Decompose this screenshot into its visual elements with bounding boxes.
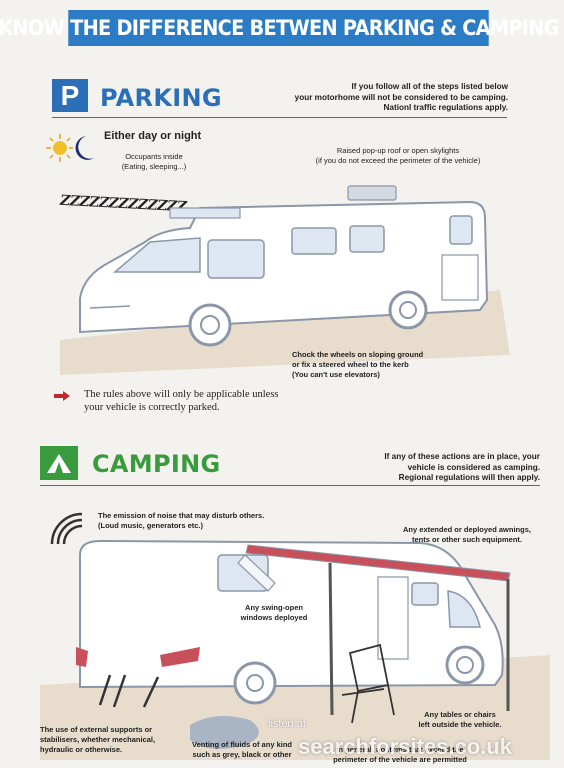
camping-intro: If any of these actions are in place, yo… [320, 452, 540, 484]
roof-line: Raised pop-up roof or open skylights [336, 146, 460, 155]
day-night-label: Either day or night [104, 130, 202, 142]
parking-intro: If you follow all of the steps listed be… [280, 82, 508, 114]
tables-line: Any tables or chairs [424, 710, 496, 719]
rules-note-line: your vehicle is correctly parked. [84, 402, 220, 413]
perimeter-line: perimeter of the vehicle are permitted [333, 755, 467, 764]
windows-line: windows deployed [240, 613, 308, 622]
camping-motorhome-illustration [40, 539, 550, 760]
parking-divider [52, 117, 507, 118]
tent-icon [40, 446, 78, 480]
occupants-line: (Eating, sleeping...) [121, 162, 187, 171]
rules-note: The rules above will only be applicable … [84, 388, 324, 414]
supports-line: The use of external supports or [40, 725, 153, 734]
awnings-label: Any extended or deployed awnings, tents … [392, 525, 542, 545]
parking-intro-line: If you follow all of the steps listed be… [351, 82, 509, 91]
perimeter-line: In general, no items that exceed the [336, 745, 464, 754]
noise-line: The emission of noise that may disturb o… [98, 511, 265, 520]
noise-label: The emission of noise that may disturb o… [98, 511, 298, 531]
tables-label: Any tables or chairs left outside the ve… [400, 710, 520, 730]
camping-divider [40, 485, 540, 486]
sun-moon-icon [46, 134, 94, 162]
chock-label: Chock the wheels on sloping ground or fi… [292, 350, 452, 380]
parking-intro-line: your motorhome will not be considered to… [294, 92, 508, 102]
chock-line: Chock the wheels on sloping ground [292, 350, 424, 359]
occupants-line: Occupants inside [125, 152, 183, 161]
awnings-line: tents or other such equipment. [411, 535, 522, 544]
occupants-label: Occupants inside (Eating, sleeping...) [104, 152, 204, 172]
supports-line: stabilisers, whether mechanical, [40, 735, 156, 744]
awnings-line: Any extended or deployed awnings, [403, 525, 531, 534]
rules-note-line: The rules above will only be applicable … [84, 389, 279, 400]
sound-waves-icon [50, 512, 83, 545]
watermark-site: searchforsites.co.uk [298, 734, 512, 759]
supports-label: The use of external supports or stabilis… [40, 725, 180, 755]
watermark-listed: listed at [268, 718, 306, 730]
windows-line: Any swing-open [245, 603, 303, 612]
windows-label: Any swing-open windows deployed [240, 603, 308, 623]
parking-p-icon: P [52, 79, 88, 112]
supports-line: hydraulic or otherwise. [40, 745, 123, 754]
noise-line: (Loud music, generators etc.) [98, 521, 204, 530]
parking-intro-line: Nationl traffic regulations apply. [383, 103, 509, 112]
chock-line: (You can't use elevators) [292, 370, 380, 379]
roof-line: (if you do not exceed the perimeter of t… [315, 156, 481, 165]
camping-intro-line: vehicle is considered as camping. [407, 462, 540, 472]
camping-intro-line: Regional regulations will then apply. [398, 473, 540, 482]
camping-intro-line: If any of these actions are in place, yo… [384, 452, 540, 461]
parking-title: PARKING [100, 84, 222, 112]
tables-line: left outside the vehicle. [418, 720, 502, 729]
roof-label: Raised pop-up roof or open skylights (if… [288, 146, 508, 166]
perimeter-label: In general, no items that exceed the per… [320, 745, 480, 765]
fluids-label: Venting of fluids of any kind such as gr… [182, 740, 302, 760]
red-arrow-icon [54, 391, 70, 401]
parked-motorhome-illustration [60, 185, 510, 375]
chock-line: or fix a steered wheel to the kerb [292, 360, 409, 369]
fluids-line: Venting of fluids of any kind [191, 740, 292, 749]
camping-title: CAMPING [92, 450, 221, 478]
fluids-line: such as grey, black or other [192, 750, 292, 759]
page-banner: KNOW THE DIFFERENCE BETWEN PARKING & CAM… [0, 10, 560, 46]
